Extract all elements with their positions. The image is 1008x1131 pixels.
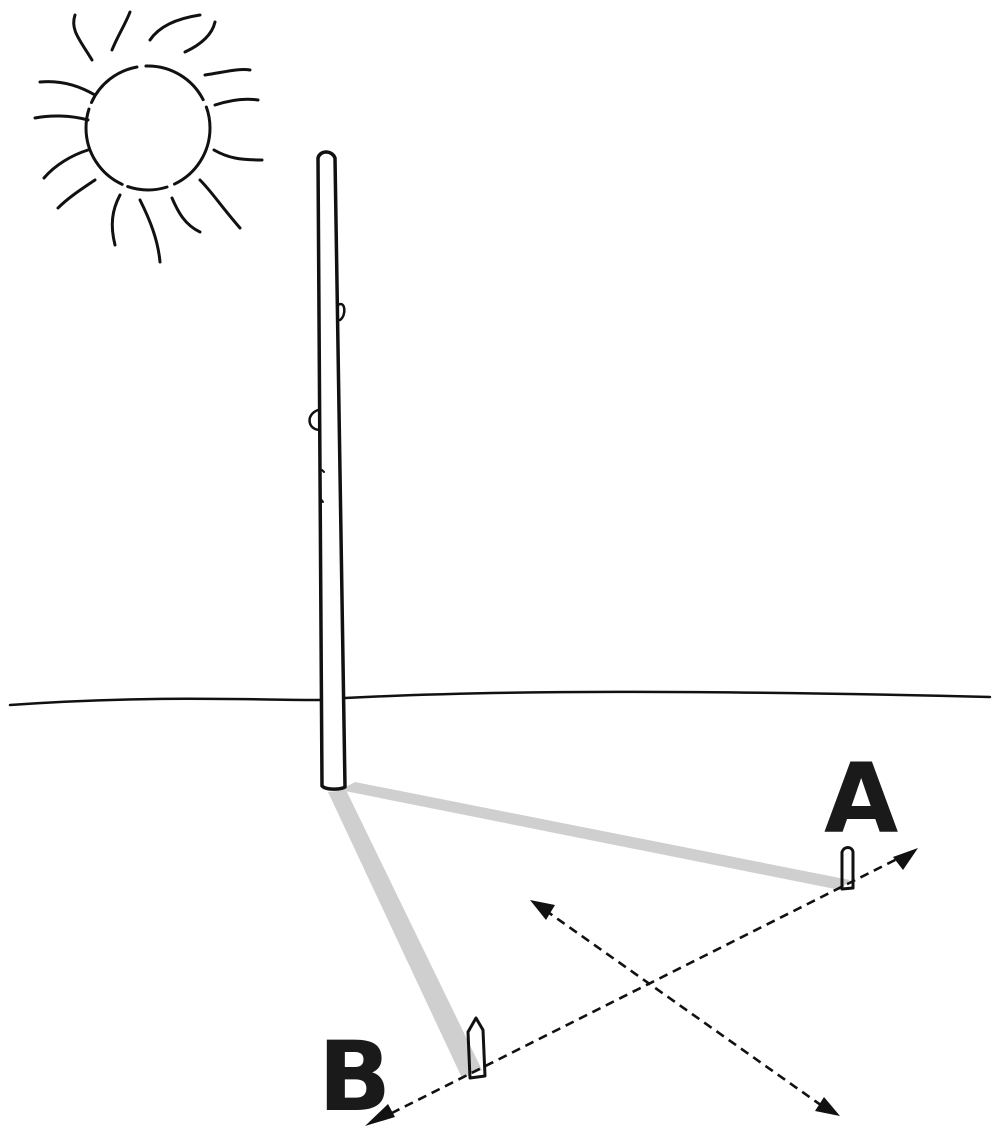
label-a: A	[824, 743, 898, 855]
sun-icon	[35, 12, 262, 262]
horizon-line	[10, 692, 990, 705]
label-b: B	[318, 1021, 391, 1131]
east-west-line	[365, 848, 918, 1126]
north-south-line	[530, 900, 840, 1116]
vertical-stick	[310, 152, 345, 789]
shadow-a	[340, 782, 850, 890]
